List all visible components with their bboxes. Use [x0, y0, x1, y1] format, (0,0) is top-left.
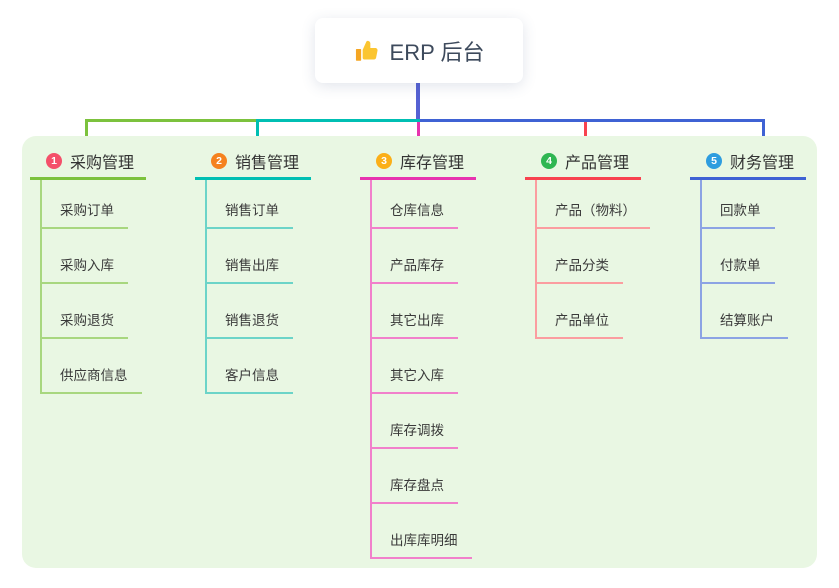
- child-node[interactable]: 销售订单: [207, 180, 293, 229]
- connector-bar-branch-1: [85, 119, 258, 122]
- connector-drop-branch-1: [85, 119, 88, 149]
- branch-index-badge: 4: [541, 153, 557, 169]
- branch-index-badge: 1: [46, 153, 62, 169]
- branch-label: 销售管理: [235, 155, 300, 172]
- connector-drop-branch-2: [256, 119, 259, 149]
- child-node[interactable]: 付款单: [702, 229, 775, 284]
- branch-product: 4 产品管理 产品（物料） 产品分类 产品单位: [525, 148, 650, 339]
- child-node[interactable]: 其它入库: [372, 339, 458, 394]
- child-node[interactable]: 产品（物料）: [537, 180, 650, 229]
- branch-subtree: 仓库信息 产品库存 其它出库 其它入库 库存调拨 库存盘点 出库库明细: [370, 180, 472, 559]
- root-node[interactable]: ERP 后台: [315, 18, 523, 83]
- child-node[interactable]: 回款单: [702, 180, 775, 229]
- thumbs-up-icon: [354, 38, 380, 64]
- branch-node-product[interactable]: 4 产品管理: [525, 148, 642, 180]
- branch-index-badge: 5: [706, 153, 722, 169]
- child-node[interactable]: 采购订单: [42, 180, 128, 229]
- branch-node-sales[interactable]: 2 销售管理: [195, 148, 312, 180]
- branches-panel: [22, 136, 817, 568]
- branch-node-finance[interactable]: 5 财务管理: [690, 148, 807, 180]
- child-node[interactable]: 其它出库: [372, 284, 458, 339]
- branch-label: 产品管理: [565, 155, 630, 172]
- branch-inventory: 3 库存管理 仓库信息 产品库存 其它出库 其它入库 库存调拨 库存盘点 出库库…: [360, 148, 477, 559]
- branch-finance: 5 财务管理 回款单 付款单 结算账户: [690, 148, 807, 339]
- branch-label: 财务管理: [730, 155, 795, 172]
- connector-drop-branch-4: [584, 122, 587, 149]
- child-node[interactable]: 供应商信息: [42, 339, 142, 394]
- root-title: ERP 后台: [389, 39, 485, 65]
- branch-index-badge: 3: [376, 153, 392, 169]
- connector-bar-branch-2: [258, 119, 420, 122]
- child-node[interactable]: 产品库存: [372, 229, 458, 284]
- connector-root-stub: [416, 83, 420, 122]
- branch-label: 采购管理: [70, 155, 135, 172]
- child-node[interactable]: 仓库信息: [372, 180, 458, 229]
- branch-subtree: 回款单 付款单 结算账户: [700, 180, 788, 339]
- child-node[interactable]: 产品单位: [537, 284, 623, 339]
- child-node[interactable]: 库存盘点: [372, 449, 458, 504]
- connector-drop-branch-5: [762, 119, 765, 150]
- branch-sales: 2 销售管理 销售订单 销售出库 销售退货 客户信息: [195, 148, 312, 394]
- branch-procurement: 1 采购管理 采购订单 采购入库 采购退货 供应商信息: [30, 148, 147, 394]
- child-node[interactable]: 销售退货: [207, 284, 293, 339]
- child-node[interactable]: 采购入库: [42, 229, 128, 284]
- child-node[interactable]: 结算账户: [702, 284, 788, 339]
- child-node[interactable]: 出库库明细: [372, 504, 472, 559]
- branch-subtree: 销售订单 销售出库 销售退货 客户信息: [205, 180, 293, 394]
- branch-subtree: 产品（物料） 产品分类 产品单位: [535, 180, 650, 339]
- branch-index-badge: 2: [211, 153, 227, 169]
- branch-label: 库存管理: [400, 155, 465, 172]
- branch-node-inventory[interactable]: 3 库存管理: [360, 148, 477, 180]
- connector-drop-branch-3: [417, 122, 420, 149]
- child-node[interactable]: 采购退货: [42, 284, 128, 339]
- branch-subtree: 采购订单 采购入库 采购退货 供应商信息: [40, 180, 142, 394]
- connector-bar-branch-5: [420, 119, 765, 122]
- child-node[interactable]: 库存调拨: [372, 394, 458, 449]
- child-node[interactable]: 产品分类: [537, 229, 623, 284]
- branch-node-procurement[interactable]: 1 采购管理: [30, 148, 147, 180]
- child-node[interactable]: 销售出库: [207, 229, 293, 284]
- child-node[interactable]: 客户信息: [207, 339, 293, 394]
